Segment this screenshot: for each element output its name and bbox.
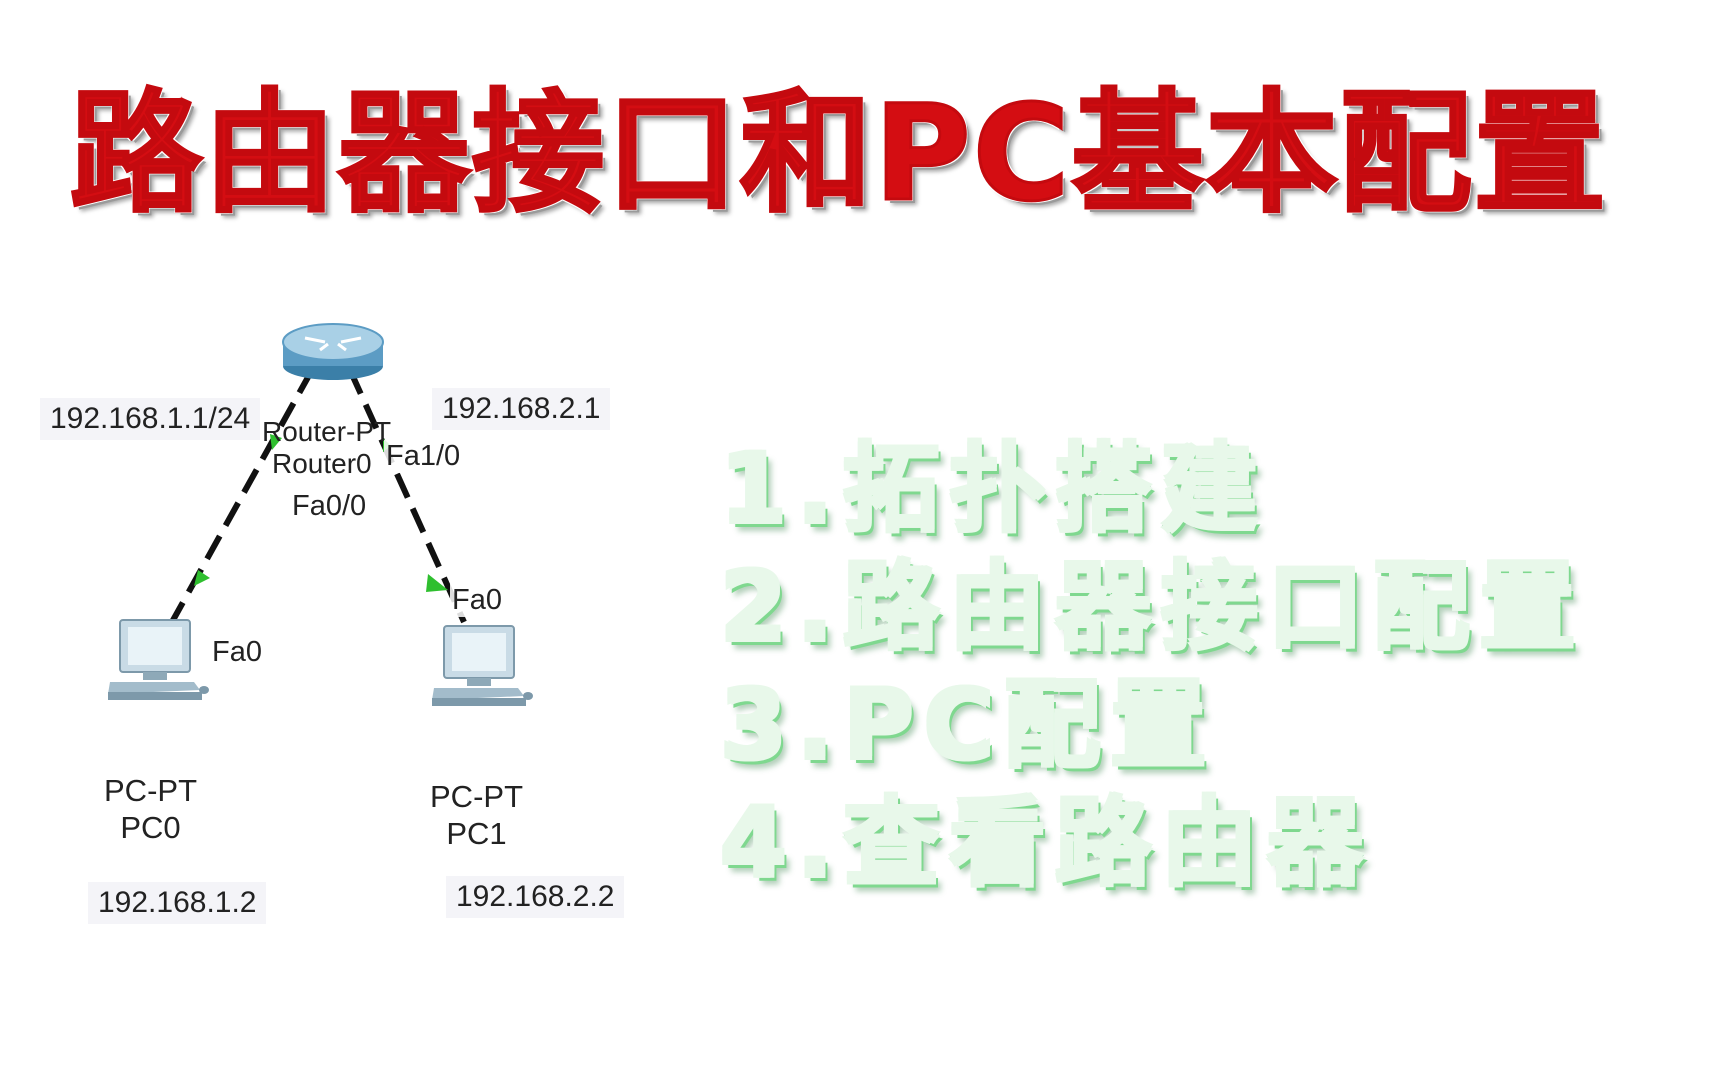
pc1-name-label: PC1 [446, 816, 507, 851]
pc1-model-label: PC-PT [430, 779, 523, 814]
link-status-pc0-end [194, 570, 210, 586]
link-router-pc1[interactable] [347, 368, 467, 624]
page-title: 路由器接口和PC基本配置 [69, 77, 1608, 231]
step-item: 4.查看路由器 [720, 784, 1720, 902]
pc1-port-label: Fa0 [450, 584, 504, 617]
pc0-name-label: PC0 [120, 810, 181, 845]
router-model-label: Router-PT [262, 416, 392, 447]
link-router-pc0[interactable] [169, 368, 315, 624]
router-port-left-label: Fa0/0 [290, 490, 369, 523]
pc1-device-label: PC-PT PC1 [430, 778, 523, 852]
pc1-ip-label: 192.168.2.2 [446, 876, 625, 918]
link-status-pc1-end [426, 574, 448, 592]
steps-list: 1.拓扑搭建 2.路由器接口配置 3.PC配置 4.查看路由器 [720, 430, 1720, 902]
router-ip-left-label: 192.168.1.1/24 [40, 398, 261, 440]
pc0-port-label: Fa0 [210, 636, 264, 669]
router-name-label: Router0 [272, 448, 372, 479]
pc0-computer-icon[interactable] [108, 619, 209, 700]
pc0-device-label: PC-PT PC0 [104, 772, 197, 846]
pc0-model-label: PC-PT [104, 773, 197, 808]
pc1-computer-icon[interactable] [432, 625, 533, 706]
link-status-router-left [270, 434, 282, 450]
network-topology-diagram: 192.168.1.1/24 192.168.2.1 192.168.1.2 1… [0, 320, 700, 960]
step-item: 2.路由器接口配置 [720, 548, 1720, 666]
router-ip-right-label: 192.168.2.1 [432, 388, 611, 430]
pc0-ip-label: 192.168.1.2 [88, 882, 267, 924]
router-port-right-label: Fa1/0 [384, 440, 463, 473]
step-item: 3.PC配置 [720, 666, 1720, 784]
router-icon[interactable] [282, 323, 384, 380]
step-item: 1.拓扑搭建 [720, 430, 1720, 548]
topology-canvas [108, 323, 533, 706]
